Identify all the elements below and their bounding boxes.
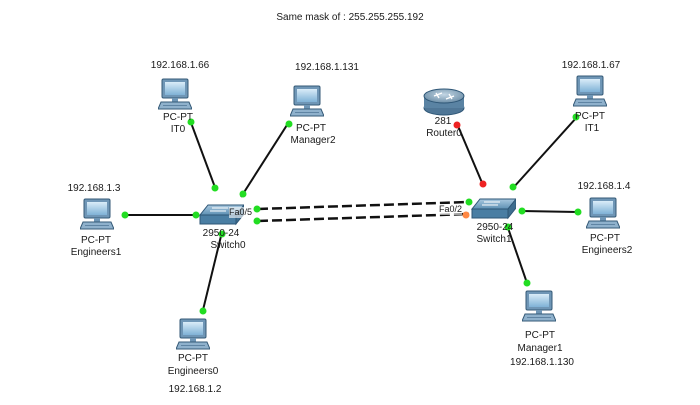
manager2-name: Manager2 <box>290 135 336 146</box>
it1-model: PC-PT <box>575 111 605 122</box>
switch0-port-label: Fa0/5 <box>229 207 253 218</box>
link-up-light <box>523 279 531 287</box>
link-up-light <box>253 205 261 213</box>
link-switch0-switch1-a[interactable] <box>257 200 470 211</box>
link-manager1-switch1[interactable] <box>506 224 528 284</box>
engineers0-model: PC-PT <box>178 353 208 364</box>
manager1-model: PC-PT <box>525 330 555 341</box>
diagram-title: Same mask of : 255.255.255.192 <box>276 12 424 23</box>
link-up-light <box>574 208 582 216</box>
link-router0-switch1[interactable] <box>457 125 484 186</box>
manager2-model: PC-PT <box>296 123 326 134</box>
pc-icon[interactable] <box>158 78 192 110</box>
manager2-ip: 192.168.1.131 <box>295 62 359 73</box>
link-engineers0-switch0[interactable] <box>202 231 223 311</box>
link-engineers2-switch1[interactable] <box>521 210 578 213</box>
link-up-light <box>504 223 512 231</box>
switch0-model: 2950-24 <box>202 228 240 239</box>
link-up-light <box>239 190 247 198</box>
pc-icon[interactable] <box>522 290 556 322</box>
pc-icon[interactable] <box>80 198 114 230</box>
link-down-light <box>462 211 470 219</box>
link-down-light <box>479 180 487 188</box>
link-up-light <box>518 207 526 215</box>
link-it0-switch0[interactable] <box>189 119 217 191</box>
link-up-light <box>572 113 580 121</box>
engineers1-model: PC-PT <box>81 235 111 246</box>
link-up-light <box>509 183 517 191</box>
engineers1-ip: 192.168.1.3 <box>67 183 121 194</box>
link-up-light <box>187 118 195 126</box>
link-manager2-switch0[interactable] <box>240 124 288 198</box>
devices <box>80 75 620 350</box>
link-lights <box>121 113 582 315</box>
manager1-ip: 192.168.1.130 <box>510 357 574 368</box>
link-up-light <box>465 198 473 206</box>
manager1-name: Manager1 <box>517 343 563 354</box>
switch1-name: Switch1 <box>476 234 512 245</box>
engineers0-name: Engineers0 <box>167 366 219 377</box>
link-it1-switch1[interactable] <box>512 116 578 189</box>
it1-name: IT1 <box>584 123 600 134</box>
it1-ip: 192.168.1.67 <box>561 60 621 71</box>
link-up-light <box>211 184 219 192</box>
engineers2-model: PC-PT <box>590 233 620 244</box>
engineers1-name: Engineers1 <box>70 247 122 258</box>
switch-icon[interactable] <box>471 198 516 219</box>
engineers2-name: Engineers2 <box>581 245 633 256</box>
engineers0-ip: 192.168.1.2 <box>168 384 222 395</box>
link-up-light <box>218 230 226 238</box>
link-up-light <box>285 120 293 128</box>
it0-name: IT0 <box>170 124 186 135</box>
switch1-model: 2950-24 <box>476 222 514 233</box>
router0-model: 281 <box>434 116 452 127</box>
links <box>125 116 578 311</box>
switch0-name: Switch0 <box>210 240 246 251</box>
switch1-port-label: Fa0/2 <box>439 204 463 215</box>
link-switch0-switch1-b[interactable] <box>257 212 470 223</box>
it0-ip: 192.168.1.66 <box>150 60 210 71</box>
link-up-light <box>192 211 200 219</box>
link-up-light <box>253 217 261 225</box>
pc-icon[interactable] <box>290 85 324 117</box>
pc-icon[interactable] <box>586 197 620 229</box>
it0-model: PC-PT <box>163 112 193 123</box>
router0-name: Router0 <box>426 128 462 139</box>
link-down-light <box>453 121 461 129</box>
pc-icon[interactable] <box>176 318 210 350</box>
link-up-light <box>121 211 129 219</box>
engineers2-ip: 192.168.1.4 <box>577 181 631 192</box>
router-icon[interactable] <box>423 88 465 116</box>
link-up-light <box>199 307 207 315</box>
pc-icon[interactable] <box>573 75 607 107</box>
